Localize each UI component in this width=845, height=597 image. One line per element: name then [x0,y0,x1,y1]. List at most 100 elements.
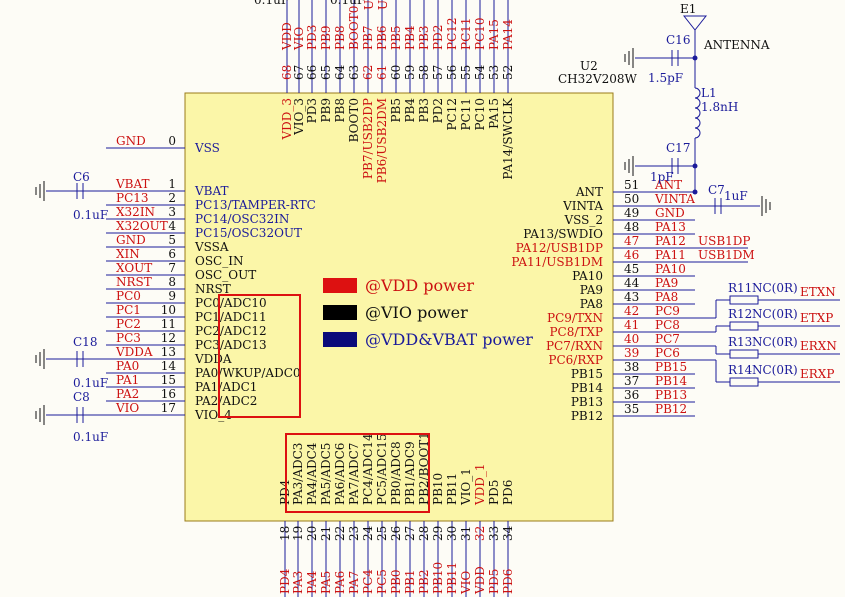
external-components: C60.1uFC180.1uFC80.1uFE1ANTENNAC161.5pFL… [35,2,840,444]
pin-number: 21 [319,526,333,541]
pin-number: 39 [624,346,639,360]
pin-name: PB13 [571,395,603,409]
net-label: PA3 [291,571,305,594]
adc-highlight-left [218,294,301,418]
pin-name: PC12 [445,98,459,131]
partial-net-label: US [362,0,376,10]
pin-number: 34 [501,525,515,541]
pin-name: PC0/ADC10 [195,296,267,310]
c6-ref: C6 [73,170,90,184]
inductor-ref: L1 [701,86,717,100]
pin-number: 19 [291,526,305,541]
pin-name: PC4/ADC14 [361,433,375,505]
pin-number: 16 [161,387,176,401]
pin-number: 55 [459,65,473,80]
top-pins: 68VDDVDD_367VIOVIO_366PD3PD365PB9PB964PB… [254,0,515,183]
net-label: PA0 [116,359,139,373]
pin-name: NRST [195,282,231,296]
pin-name: PB3 [417,98,431,123]
legend-label-vdd: @VDD power [365,276,474,295]
net-label: PA11 [655,248,686,262]
chip-ref: U2 [580,59,598,73]
net-label: PA1 [116,373,139,387]
legend: @VDD power @VIO power @VDD&VBAT power [323,276,533,349]
net-label: VIO [292,27,306,51]
net-label: PC0 [116,289,141,303]
resistor-net-label: ERXN [800,339,837,353]
net-label: NRST [116,275,152,289]
legend-swatch-vdd [323,278,357,293]
chip-body [184,92,614,522]
net-label: PC12 [445,17,459,50]
pin-number: 17 [161,401,176,415]
pin-name: PC1/ADC11 [195,310,267,324]
pin-number: 58 [417,65,431,80]
pin-name: VDD_1 [473,463,487,506]
ext-net-label: USB1DM [698,248,755,262]
pin-name: PB12 [571,409,603,423]
net-label: PC1 [116,303,141,317]
ground-symbol [624,156,634,176]
net-label: GND [655,206,685,220]
pin-name: OSC_OUT [195,268,256,282]
c7-value: 1uF [724,189,748,203]
pin-name: PA0/WKUP/ADC0 [195,366,301,380]
net-label: PA6 [333,571,347,594]
pin-number: 67 [292,65,306,80]
pin-name: VSSA [194,240,229,254]
net-label: VBAT [115,177,150,191]
pin-number: 40 [624,332,639,346]
resistor-ref: R11 [728,281,752,295]
pin-number: 28 [417,526,431,541]
resistor-ref: R12 [728,307,752,321]
net-label: PB0 [389,569,403,594]
pin-number: 6 [168,247,176,261]
net-label: PA15 [487,19,501,50]
net-label: PB14 [655,374,688,388]
resistor-net-label: ERXP [800,367,834,381]
net-label: PC2 [116,317,141,331]
resistor-value: NC(0R) [752,307,798,321]
net-label: XOUT [116,261,152,275]
pin-number: 13 [161,345,176,359]
pin-name: VSS_2 [563,213,603,227]
net-label: PA7 [347,571,361,594]
pin-name: PC15/OSC32OUT [195,226,302,240]
pin-number: 2 [168,191,176,205]
net-label: VDDA [115,345,153,359]
c17-value: 1pF [650,170,674,184]
net-label: PC9 [655,304,680,318]
pin-name: PB5 [389,98,403,123]
pin-number: 30 [445,526,459,541]
pin-name: PD6 [501,480,515,505]
pin-name: PA2/ADC2 [195,394,257,408]
pin-name: PC14/OSC32IN [195,212,289,226]
pin-number: 41 [624,318,639,332]
pin-number: 50 [624,192,639,206]
pin-name: PC2/ADC12 [195,324,267,338]
pin-name: PA10 [572,269,603,283]
pin-name: PA14/SWCLK [501,97,515,180]
pin-number: 46 [624,248,639,262]
net-label: PC7 [655,332,680,346]
pin-name: PC11 [459,98,473,131]
